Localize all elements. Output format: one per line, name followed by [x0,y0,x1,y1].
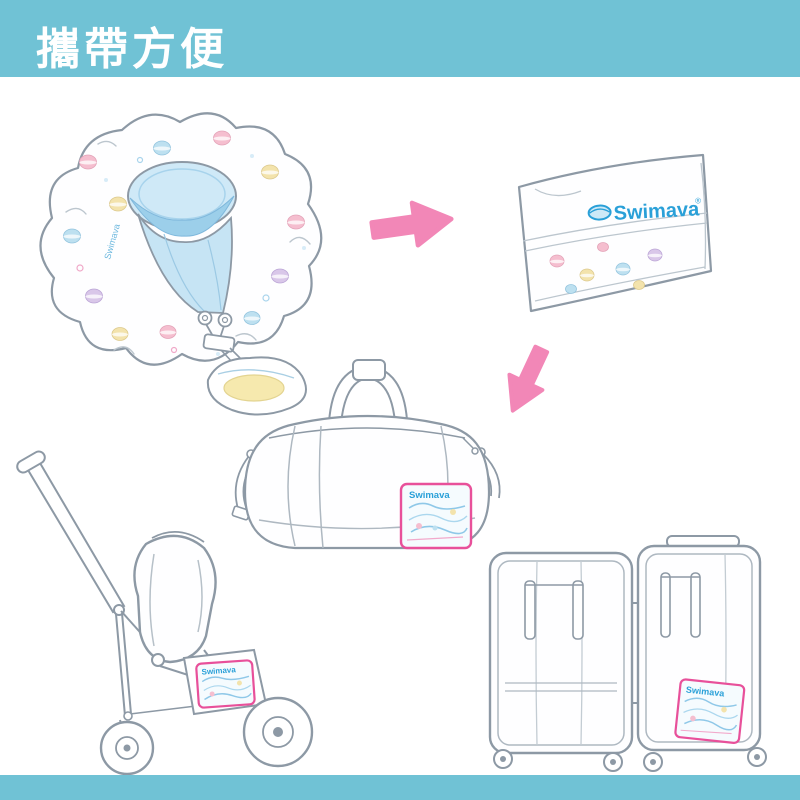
rear-wheel [99,719,155,776]
cone-stripes [163,233,222,312]
logo-ring-icon [587,204,612,221]
suitcase-illustration: Swimava [485,533,785,778]
strap-buckle [202,333,236,353]
suitcase-right-shell: Swimava [636,544,762,752]
packed-float-in-suitcase: Swimava [674,678,746,744]
base-yellow-pad [223,374,285,402]
float-seat-cone [137,213,233,314]
fabric-wrinkles [65,140,311,355]
float-outer-fabric [39,112,323,366]
arrow-down-icon [487,334,567,427]
brand-logo-text: Swimava [685,685,725,699]
arrow-right-icon [362,188,462,261]
swimava-logo: Swimava ® [587,196,701,225]
bubble-dots [76,154,306,356]
package-fold-lines [522,162,708,302]
grommets [197,310,233,328]
page-title: 攜帶方便 [36,25,228,74]
swim-float-illustration: Swimava [22,92,347,417]
brand-logo-text: Swimava [201,665,236,676]
zipper-pull [462,437,474,449]
duffel-bag-illustration: Swimava [225,352,510,570]
brand-registered-mark: ® [695,196,701,205]
header-banner: 攜帶方便 [0,0,800,77]
brand-logo-text: Swimava [613,198,701,224]
suitcase-left-shell [488,551,634,755]
footer-banner [0,775,800,800]
float-opening-rim [138,168,226,220]
brand-logo-text: Swimava [409,490,450,501]
left-strap [524,580,536,640]
stroller-illustration: Swimava [8,448,328,783]
packed-float-in-basket: Swimava [195,659,256,709]
suitcase-wheels [493,747,767,772]
package-outline [517,153,713,313]
stroller-basket: Swimava [182,648,268,716]
right-strap [690,572,701,638]
bag-handles [328,359,408,425]
front-wheel [242,696,314,768]
package-macarons [549,242,663,294]
stroller-handle [16,450,126,616]
right-strap [660,572,671,638]
base-stripe [217,369,295,379]
float-canopy [129,195,235,237]
stroller-seat [133,531,217,667]
macaron-pattern [63,130,305,341]
folded-package-illustration: Swimava ® [505,143,717,328]
packed-float-in-bag: Swimava [399,482,473,550]
handle-wrap [352,359,386,381]
left-strap [572,580,584,640]
